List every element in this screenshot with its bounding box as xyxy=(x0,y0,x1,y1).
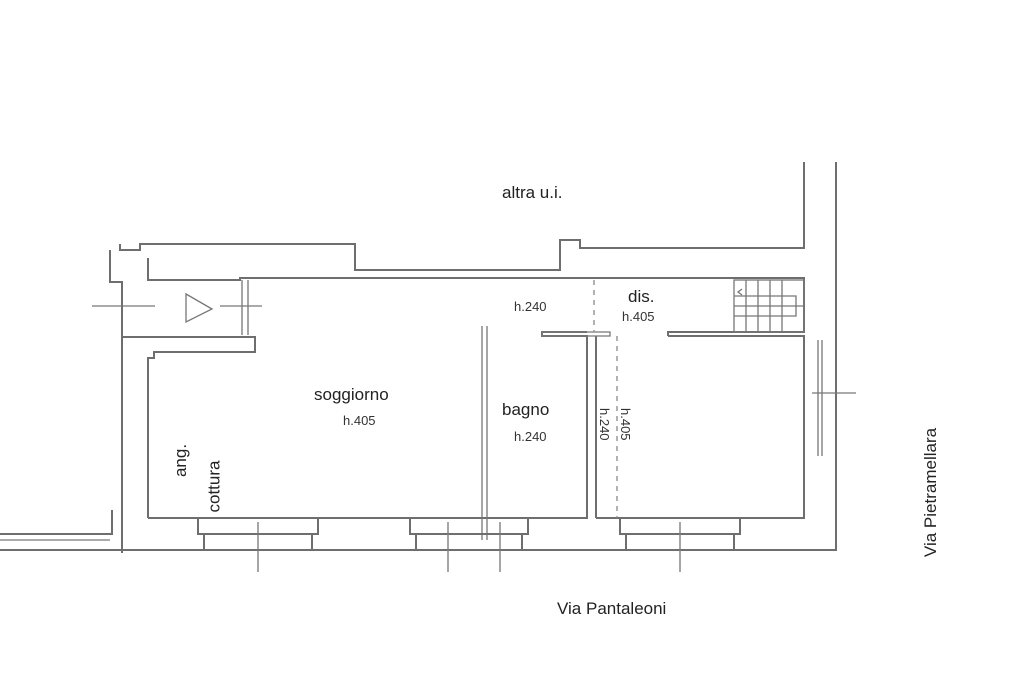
entry-door-frame xyxy=(241,280,249,335)
entry-wall-bottom xyxy=(122,336,256,518)
room-angcottura-line1: ang. xyxy=(171,443,191,478)
room-dis-height: h.405 xyxy=(622,309,655,324)
room-angcottura-line2: cottura xyxy=(204,460,224,513)
dashed-height-change xyxy=(593,280,618,518)
left-neighbor-wall xyxy=(0,510,113,535)
door-jamb xyxy=(541,331,611,337)
right-room-outline xyxy=(596,335,805,519)
room-bagno-name: bagno xyxy=(502,400,550,419)
corridor-height: h.240 xyxy=(514,299,547,314)
south-windows xyxy=(197,518,741,572)
room-soggiorno-name: soggiorno xyxy=(314,385,389,404)
neighbor-label: altra u.i. xyxy=(502,183,563,202)
room-soggiorno-height: h.405 xyxy=(343,413,376,428)
vertical-height-2: h.405 xyxy=(618,408,633,441)
room-dis-name: dis. xyxy=(628,287,655,306)
bagno-wall xyxy=(481,326,488,540)
staircase-icon xyxy=(733,279,805,333)
neighbor-boundary xyxy=(119,162,805,271)
street-boundary xyxy=(0,162,837,551)
street-label-east: Via Pietramellara xyxy=(921,427,941,558)
partition-wall xyxy=(586,336,597,518)
entry-wall-top xyxy=(147,258,486,281)
entry-wall-left xyxy=(109,250,123,553)
east-window xyxy=(812,340,856,456)
entrance-arrow-icon xyxy=(185,292,214,324)
street-label-south: Via Pantaleoni xyxy=(557,599,667,618)
room-bagno-height: h.240 xyxy=(514,429,547,444)
vertical-height-1: h.240 xyxy=(597,408,612,441)
